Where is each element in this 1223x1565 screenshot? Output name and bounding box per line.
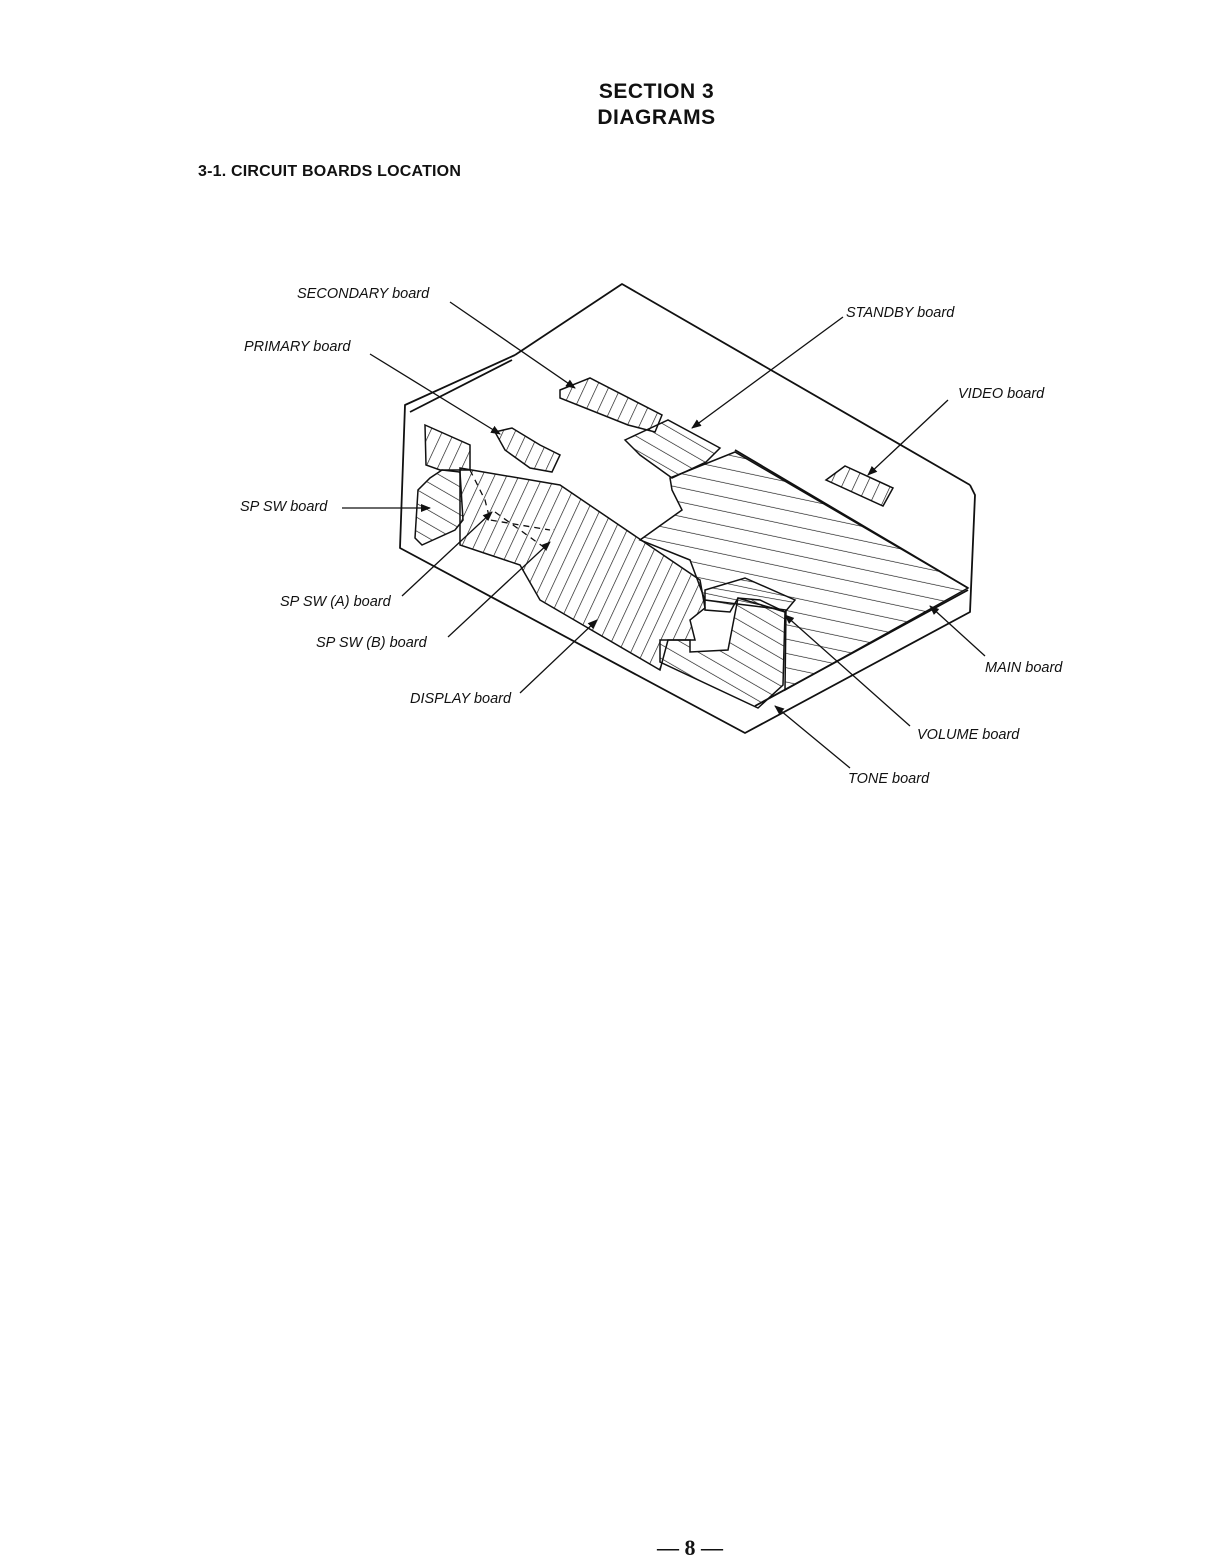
secondary-board: [560, 378, 662, 432]
label-tone-board: TONE board: [848, 771, 930, 787]
label-main-board: MAIN board: [985, 660, 1063, 676]
label-display-board: DISPLAY board: [410, 691, 512, 707]
label-standby-board: STANDBY board: [846, 305, 955, 321]
label-sp-sw-b-board: SP SW (B) board: [316, 635, 428, 651]
label-secondary-board: SECONDARY board: [297, 286, 430, 302]
side-panel-strip: [425, 425, 470, 470]
label-sp-sw-board: SP SW board: [240, 499, 328, 515]
label-volume-board: VOLUME board: [917, 727, 1020, 743]
primary-board: [495, 428, 560, 472]
label-video-board: VIDEO board: [958, 386, 1045, 402]
label-sp-sw-a-board: SP SW (A) board: [280, 594, 392, 610]
video-board: [826, 466, 893, 506]
label-primary-board: PRIMARY board: [244, 339, 351, 355]
page-number: — 8 —: [600, 1535, 780, 1561]
